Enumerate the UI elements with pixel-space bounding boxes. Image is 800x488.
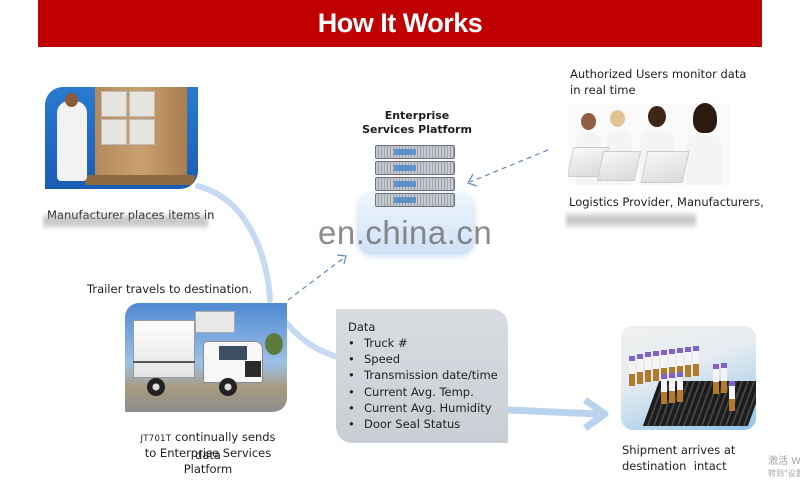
data-field-item: •Current Avg. Temp.: [348, 384, 474, 399]
device-sends-text: continually sends data: [175, 430, 276, 462]
server-unit: [375, 145, 455, 159]
dashed-arrow-truck-to-platform: [287, 256, 346, 301]
worker-figure: [57, 101, 87, 181]
site-watermark: en.china.cn: [318, 214, 493, 251]
device-sends-line1: JT701T continually sends data: [128, 429, 288, 463]
flow-arc-truck-to-databox: [279, 315, 343, 361]
truck-wheel: [219, 378, 237, 396]
truck-trailer-box: [133, 320, 195, 378]
tree: [265, 333, 283, 355]
reefer-unit: [195, 311, 235, 333]
vial: [721, 363, 727, 393]
sample-vials-photo: [621, 326, 756, 430]
user-figure: [686, 135, 722, 185]
vial: [693, 346, 699, 376]
device-sends-line3: Platform: [183, 462, 233, 476]
data-field-item: •Transmission date/time: [348, 368, 498, 383]
vial: [677, 348, 683, 378]
destination-caption-line1: Shipment arrives at: [622, 443, 736, 457]
vial: [729, 381, 735, 411]
data-field-item: •Current Avg. Humidity: [348, 400, 492, 415]
user-head: [581, 113, 596, 130]
os-watermark-line2: 转到"设置: [768, 469, 800, 478]
server-rack-image: [375, 145, 455, 209]
device-label: JT701T: [140, 434, 172, 444]
user-head: [610, 110, 625, 127]
data-box-title: Data: [348, 320, 376, 334]
users-sub-caption: Logistics Provider, Manufacturers,: [569, 195, 764, 209]
data-fields-box: Data •Truck # •Speed •Transmission date/…: [336, 309, 508, 443]
vial: [669, 373, 675, 403]
vial: [661, 374, 667, 404]
dashed-arrowhead-platform: [336, 254, 347, 265]
data-fields-list: •Truck # •Speed •Transmission date/time …: [348, 335, 498, 432]
dashed-arrow-platform-to-users: [469, 149, 549, 183]
header-banner: How It Works: [38, 0, 762, 47]
vial: [669, 349, 675, 379]
destination-caption-line2: destination intact: [622, 459, 727, 473]
vial: [685, 347, 691, 377]
data-field-item: •Door Seal Status: [348, 417, 461, 432]
box: [101, 91, 127, 117]
user-head: [648, 106, 666, 127]
vial: [629, 356, 635, 386]
vial: [661, 350, 667, 380]
worker-head: [65, 93, 78, 107]
box: [101, 119, 127, 145]
platform-title-line2: Services Platform: [362, 123, 472, 136]
users-caption-line2: in real time: [570, 83, 636, 97]
truck-windshield: [219, 346, 247, 360]
server-unit: [375, 177, 455, 191]
vial: [637, 354, 643, 384]
truck-grill: [245, 361, 261, 377]
box: [129, 91, 155, 117]
vial: [713, 364, 719, 394]
laptop: [596, 151, 642, 181]
server-unit: [375, 193, 455, 207]
truck-stripe: [133, 361, 195, 363]
manufacturer-packing-photo: [45, 87, 198, 189]
trailer-caption: Trailer travels to destination.: [87, 282, 253, 296]
platform-title-line1: Enterprise: [384, 109, 450, 122]
users-caption-line1: Authorized Users monitor data: [570, 67, 747, 81]
dashed-arrowhead-users: [467, 173, 478, 187]
user-head: [693, 103, 717, 133]
laptop: [640, 151, 690, 183]
users-at-laptops-photo: [568, 103, 730, 185]
data-field-item: •Truck #: [348, 336, 408, 350]
box: [129, 119, 155, 145]
os-watermark-line1: 激活 W: [768, 456, 800, 467]
vial: [645, 352, 651, 382]
page-title: How It Works: [317, 8, 483, 38]
device-sends-line2: to Enterprise Services: [144, 446, 272, 460]
flow-arrowhead-destination: [582, 397, 609, 431]
vial-rack: [642, 381, 756, 426]
blurred-caption-overlay: [566, 211, 696, 229]
flow-arrow-databox-to-destination: [507, 406, 599, 418]
pallet-base: [85, 175, 195, 185]
blurred-caption-overlay: [43, 212, 208, 230]
truck-wheel: [147, 378, 165, 396]
vial: [677, 372, 683, 402]
os-activation-watermark: 激活 W 转到"设置: [768, 456, 800, 480]
refrigerated-truck-photo: [125, 303, 287, 412]
server-unit: [375, 161, 455, 175]
data-field-item: •Speed: [348, 352, 401, 367]
vial: [653, 351, 659, 381]
